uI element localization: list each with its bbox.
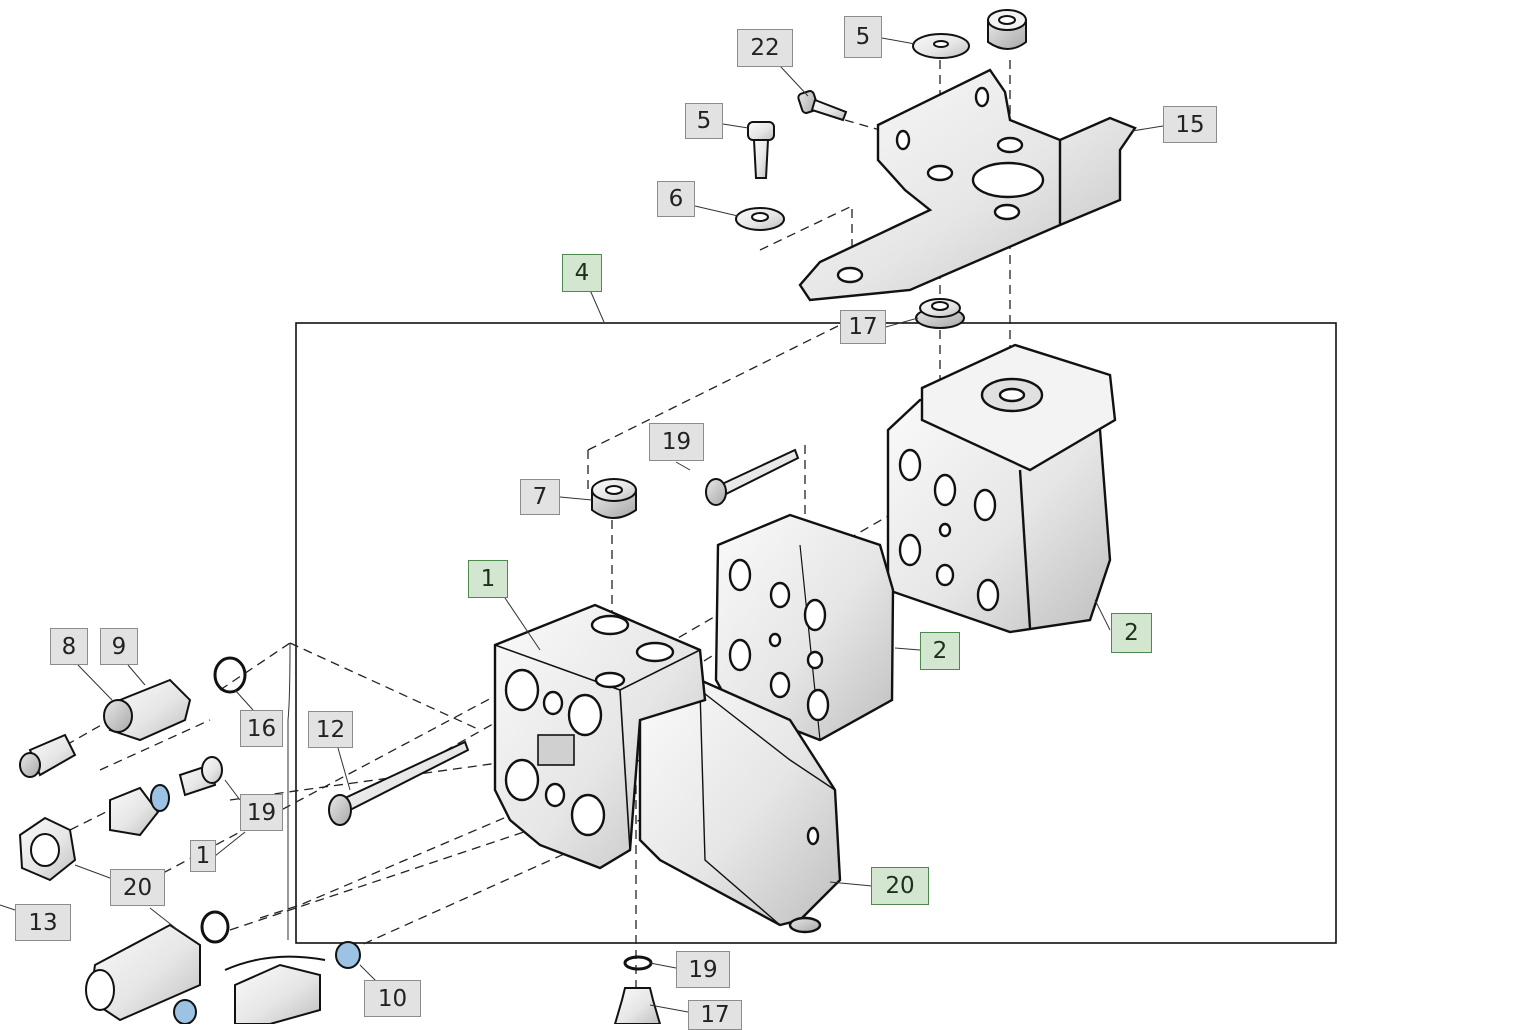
fitting-with-seal bbox=[109, 784, 170, 837]
flat-washer-top bbox=[912, 33, 970, 59]
hex-bolt-5 bbox=[747, 121, 775, 179]
cap-blue-lower bbox=[173, 999, 197, 1024]
callout-10[interactable]: 10 bbox=[364, 980, 421, 1017]
snap-ring bbox=[200, 910, 230, 944]
assembly-lines bbox=[29, 60, 1011, 1000]
mounting-bracket bbox=[798, 68, 1137, 302]
callout-1-assembly[interactable]: 1 bbox=[468, 560, 508, 598]
valve-body bbox=[493, 603, 707, 870]
callout-19-bottom[interactable]: 19 bbox=[676, 951, 730, 988]
plug-top bbox=[987, 9, 1027, 50]
washer-6 bbox=[735, 207, 785, 231]
callout-20-left[interactable]: 20 bbox=[110, 869, 165, 906]
callout-5-left[interactable]: 5 bbox=[685, 103, 723, 139]
callout-13[interactable]: 13 bbox=[15, 904, 71, 941]
socket-head-screw-19 bbox=[705, 448, 800, 506]
filter-fitting bbox=[85, 923, 201, 1022]
callout-12[interactable]: 12 bbox=[308, 711, 353, 748]
end-valve-section bbox=[886, 343, 1117, 634]
callout-2-spacer[interactable]: 2 bbox=[920, 632, 960, 670]
elbow-fitting bbox=[224, 955, 326, 1024]
solenoid-actuator bbox=[638, 678, 842, 934]
washer-19-bottom bbox=[623, 955, 653, 971]
callout-17-top[interactable]: 17 bbox=[840, 310, 886, 344]
callout-19-left[interactable]: 19 bbox=[240, 794, 283, 831]
callout-22-top[interactable]: 22 bbox=[737, 29, 793, 67]
callout-15[interactable]: 15 bbox=[1163, 106, 1217, 143]
o-ring-16 bbox=[213, 656, 247, 694]
callout-19-mid[interactable]: 19 bbox=[649, 423, 704, 461]
callout-6[interactable]: 6 bbox=[657, 181, 695, 217]
callout-16[interactable]: 16 bbox=[240, 710, 283, 747]
long-cap-screw-12 bbox=[328, 740, 470, 826]
callout-7[interactable]: 7 bbox=[520, 479, 560, 515]
callout-20-actuator[interactable]: 20 bbox=[871, 867, 929, 905]
grommet-17 bbox=[915, 298, 965, 329]
banjo-bolt-19 bbox=[178, 756, 223, 797]
callout-2-end-section[interactable]: 2 bbox=[1111, 613, 1152, 653]
callout-1-small[interactable]: 1 bbox=[190, 840, 216, 872]
callout-5-top[interactable]: 5 bbox=[844, 16, 882, 58]
spacer-plate bbox=[714, 513, 895, 742]
fitting-small bbox=[19, 733, 77, 778]
plug-7 bbox=[591, 478, 637, 519]
cap-10 bbox=[335, 941, 361, 969]
assembly-group-frame bbox=[295, 322, 1337, 944]
fitting-17-bottom bbox=[613, 987, 662, 1024]
callout-17-bottom[interactable]: 17 bbox=[688, 1000, 742, 1030]
leader-lines bbox=[0, 37, 1164, 1013]
callout-4-assembly[interactable]: 4 bbox=[562, 254, 602, 292]
callout-9[interactable]: 9 bbox=[100, 628, 138, 665]
cap-screw-22 bbox=[797, 90, 848, 122]
callout-8[interactable]: 8 bbox=[50, 628, 88, 665]
hex-nut-20 bbox=[18, 816, 77, 882]
adapter-9 bbox=[103, 678, 192, 742]
